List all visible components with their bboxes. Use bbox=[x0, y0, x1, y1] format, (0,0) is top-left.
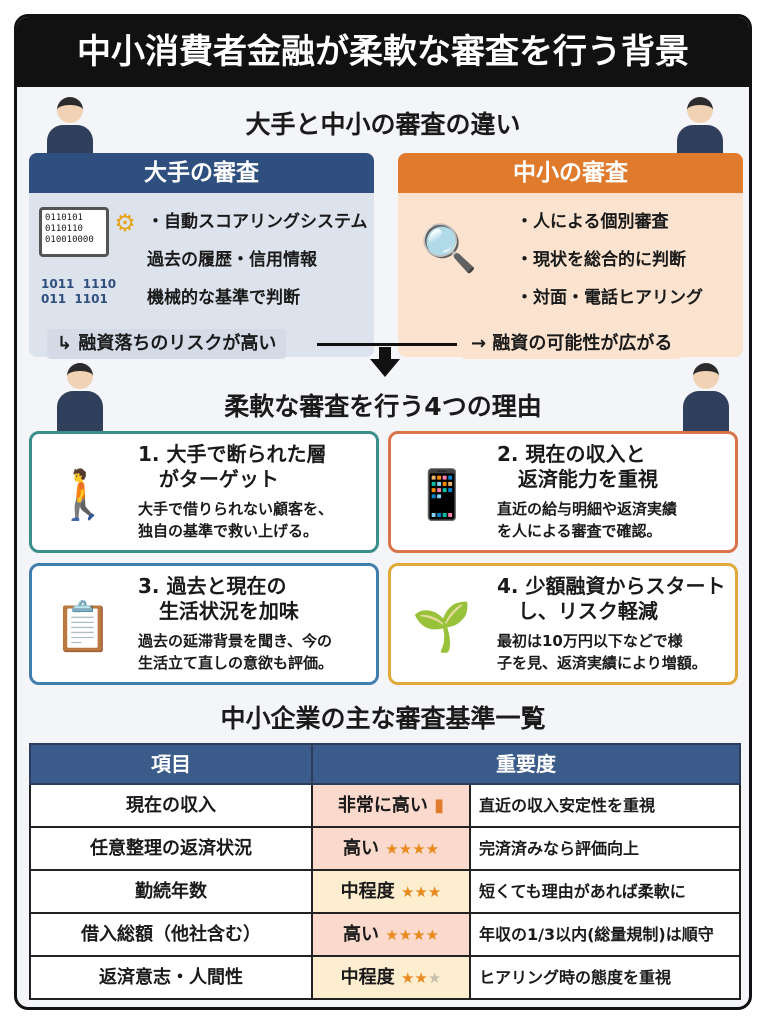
star-icon: ★ bbox=[414, 882, 428, 901]
reason-title: 4. 少額融資からスタート し、リスク軽減 bbox=[497, 574, 726, 623]
star-icon: ★ bbox=[400, 968, 415, 987]
importance-cell: 高い ★★★★ bbox=[311, 826, 471, 871]
star-icon: ★ bbox=[398, 925, 413, 944]
star-icon: ★ bbox=[425, 925, 440, 944]
table-row: 返済意志・人間性 中程度 ★★★ ヒアリング時の態度を重視 bbox=[29, 955, 741, 1000]
table-row: 勤続年数 中程度 ★★★ 短くても理由があれば柔軟に bbox=[29, 869, 741, 914]
down-arrow-icon bbox=[370, 347, 400, 377]
criteria-table: 項目 重要度 現在の収入 非常に高い ▮ 直近の収入安定性を重視任意整理の返済状… bbox=[29, 743, 741, 1000]
major-lender-title: 大手の審査 bbox=[29, 153, 374, 193]
point: ・自動スコアリングシステム bbox=[147, 212, 368, 232]
criteria-item: 現在の収入 bbox=[29, 783, 313, 828]
importance-cell: 高い ★★★★ bbox=[311, 912, 471, 957]
criteria-item: 任意整理の返済状況 bbox=[29, 826, 313, 871]
criteria-item: 借入総額（他社含む） bbox=[29, 912, 313, 957]
importance-level: 高い bbox=[342, 837, 379, 859]
importance-cell: 中程度 ★★★ bbox=[311, 955, 471, 1000]
criteria-note: 短くても理由があれば柔軟に bbox=[469, 869, 741, 914]
star-icon: ★ bbox=[414, 968, 428, 987]
importance-level: 中程度 bbox=[340, 966, 395, 988]
criteria-item: 勤続年数 bbox=[29, 869, 313, 914]
point: ・現状を総合的に判断 bbox=[516, 250, 686, 270]
star-icon: ★ bbox=[385, 839, 399, 858]
table-row: 借入総額（他社含む） 高い ★★★★ 年収の1/3以内(総量規制)は順守 bbox=[29, 912, 741, 957]
sprout-hand-icon: 🌱 bbox=[412, 599, 472, 655]
star-icon: ★ bbox=[400, 882, 415, 901]
binary-text: 0110110 bbox=[45, 224, 83, 234]
criteria-note: 完済済みなら評価向上 bbox=[469, 826, 741, 871]
reason-desc: 過去の延滞背景を聞き、今の 生活立て直しの意欲も評価。 bbox=[138, 632, 334, 672]
binary-text: 010010000 bbox=[45, 235, 94, 245]
binary-text: 0110101 bbox=[45, 213, 83, 223]
star-icon: ★ bbox=[385, 925, 399, 944]
connector-line bbox=[317, 343, 457, 346]
people-walking-icon: 🚶 bbox=[53, 467, 113, 523]
importance-level: 高い bbox=[342, 923, 379, 945]
major-result-text: 融資落ちのリスクが高い bbox=[78, 333, 277, 354]
header-item: 項目 bbox=[29, 743, 313, 785]
criteria-item: 返済意志・人間性 bbox=[29, 955, 313, 1000]
point: ・人による個別審査 bbox=[516, 212, 669, 232]
bar-chart-icon: ▮ bbox=[434, 794, 445, 816]
header-importance: 重要度 bbox=[311, 743, 741, 785]
small-result: → 融資の可能性が広がる bbox=[461, 329, 683, 359]
small-lender-panel: 中小の審査 🔍 ・人による個別審査 ・現状を総合的に判断 ・対面・電話ヒアリング bbox=[398, 153, 743, 357]
magnifier-person-icon: 🔍 bbox=[420, 221, 478, 275]
section2-heading: 柔軟な審査を行う4つの理由 bbox=[224, 392, 542, 421]
criteria-note: 年収の1/3以内(総量規制)は順守 bbox=[469, 912, 741, 957]
reason-card-1: 🚶 1. 大手で断られた層 がターゲット大手で借りられない顧客を、 独自の基準で救… bbox=[29, 431, 379, 553]
section3-heading: 中小企業の主な審査基準一覧 bbox=[220, 704, 546, 733]
reason-desc: 大手で借りられない顧客を、 独自の基準で救い上げる。 bbox=[138, 500, 334, 540]
point: 過去の履歴・信用情報 bbox=[147, 250, 317, 270]
table-row: 現在の収入 非常に高い ▮ 直近の収入安定性を重視 bbox=[29, 783, 741, 828]
star-icon: ★ bbox=[425, 839, 440, 858]
major-result: ↳ 融資落ちのリスクが高い bbox=[47, 329, 287, 359]
star-icon: ★ bbox=[427, 968, 442, 987]
payslip-phone-icon: 📱 bbox=[412, 467, 472, 523]
reason-title: 2. 現在の収入と 返済能力を重視 bbox=[497, 442, 658, 491]
reason-title: 1. 大手で断られた層 がターゲット bbox=[138, 442, 327, 491]
infographic-frame: 中小消費者金融が柔軟な審査を行う背景 大手と中小の審査の違い 大手の審査 011… bbox=[14, 14, 752, 1010]
binary-text: 1011 1110 bbox=[41, 277, 117, 291]
computer-icon: 0110101 0110110 010010000 bbox=[39, 207, 109, 257]
reason-card-2: 📱 2. 現在の収入と 返済能力を重視直近の給与明細や返済実績 を人による審査で確… bbox=[388, 431, 738, 553]
small-lender-points: ・人による個別審査 ・現状を総合的に判断 ・対面・電話ヒアリング bbox=[516, 203, 703, 317]
criteria-note: 直近の収入安定性を重視 bbox=[469, 783, 741, 828]
importance-level: 中程度 bbox=[340, 880, 395, 902]
importance-level: 非常に高い bbox=[337, 794, 428, 816]
table-row: 任意整理の返済状況 高い ★★★★ 完済済みなら評価向上 bbox=[29, 826, 741, 871]
major-lender-points: ・自動スコアリングシステム 過去の履歴・信用情報 機械的な基準で判断 bbox=[147, 203, 368, 317]
page-title: 中小消費者金融が柔軟な審査を行う背景 bbox=[17, 17, 749, 87]
star-icon: ★ bbox=[398, 839, 413, 858]
reason-desc: 直近の給与明細や返済実績 を人による審査で確認。 bbox=[497, 500, 678, 540]
reason-card-3: 📋 3. 過去と現在の 生活状況を加味過去の延滞背景を聞き、今の 生活立て直しの意… bbox=[29, 563, 379, 685]
star-icon: ★ bbox=[427, 882, 442, 901]
criteria-note: ヒアリング時の態度を重視 bbox=[469, 955, 741, 1000]
presenter-icon bbox=[683, 363, 729, 433]
gear-icon: ⚙ bbox=[114, 209, 136, 237]
small-lender-title: 中小の審査 bbox=[398, 153, 743, 193]
reason-desc: 最初は10万円以下などで様 子を見、返済実績により増額。 bbox=[497, 632, 707, 672]
small-result-text: 融資の可能性が広がる bbox=[492, 333, 673, 354]
presenter-icon bbox=[57, 363, 103, 433]
star-icon: ★ bbox=[412, 925, 426, 944]
major-lender-panel: 大手の審査 0110101 0110110 010010000 ⚙ 1011 1… bbox=[29, 153, 374, 357]
importance-cell: 中程度 ★★★ bbox=[311, 869, 471, 914]
star-icon: ★ bbox=[412, 839, 426, 858]
importance-cell: 非常に高い ▮ bbox=[311, 783, 471, 828]
section1-heading: 大手と中小の審査の違い bbox=[245, 110, 521, 139]
point: 機械的な基準で判断 bbox=[147, 288, 300, 308]
reason-title: 3. 過去と現在の 生活状況を加味 bbox=[138, 574, 299, 623]
point: ・対面・電話ヒアリング bbox=[516, 288, 703, 308]
documents-icon: 📋 bbox=[53, 599, 113, 655]
binary-text: 011 1101 bbox=[41, 292, 108, 306]
reason-card-4: 🌱 4. 少額融資からスタート し、リスク軽減最初は10万円以下などで様 子を見、… bbox=[388, 563, 738, 685]
